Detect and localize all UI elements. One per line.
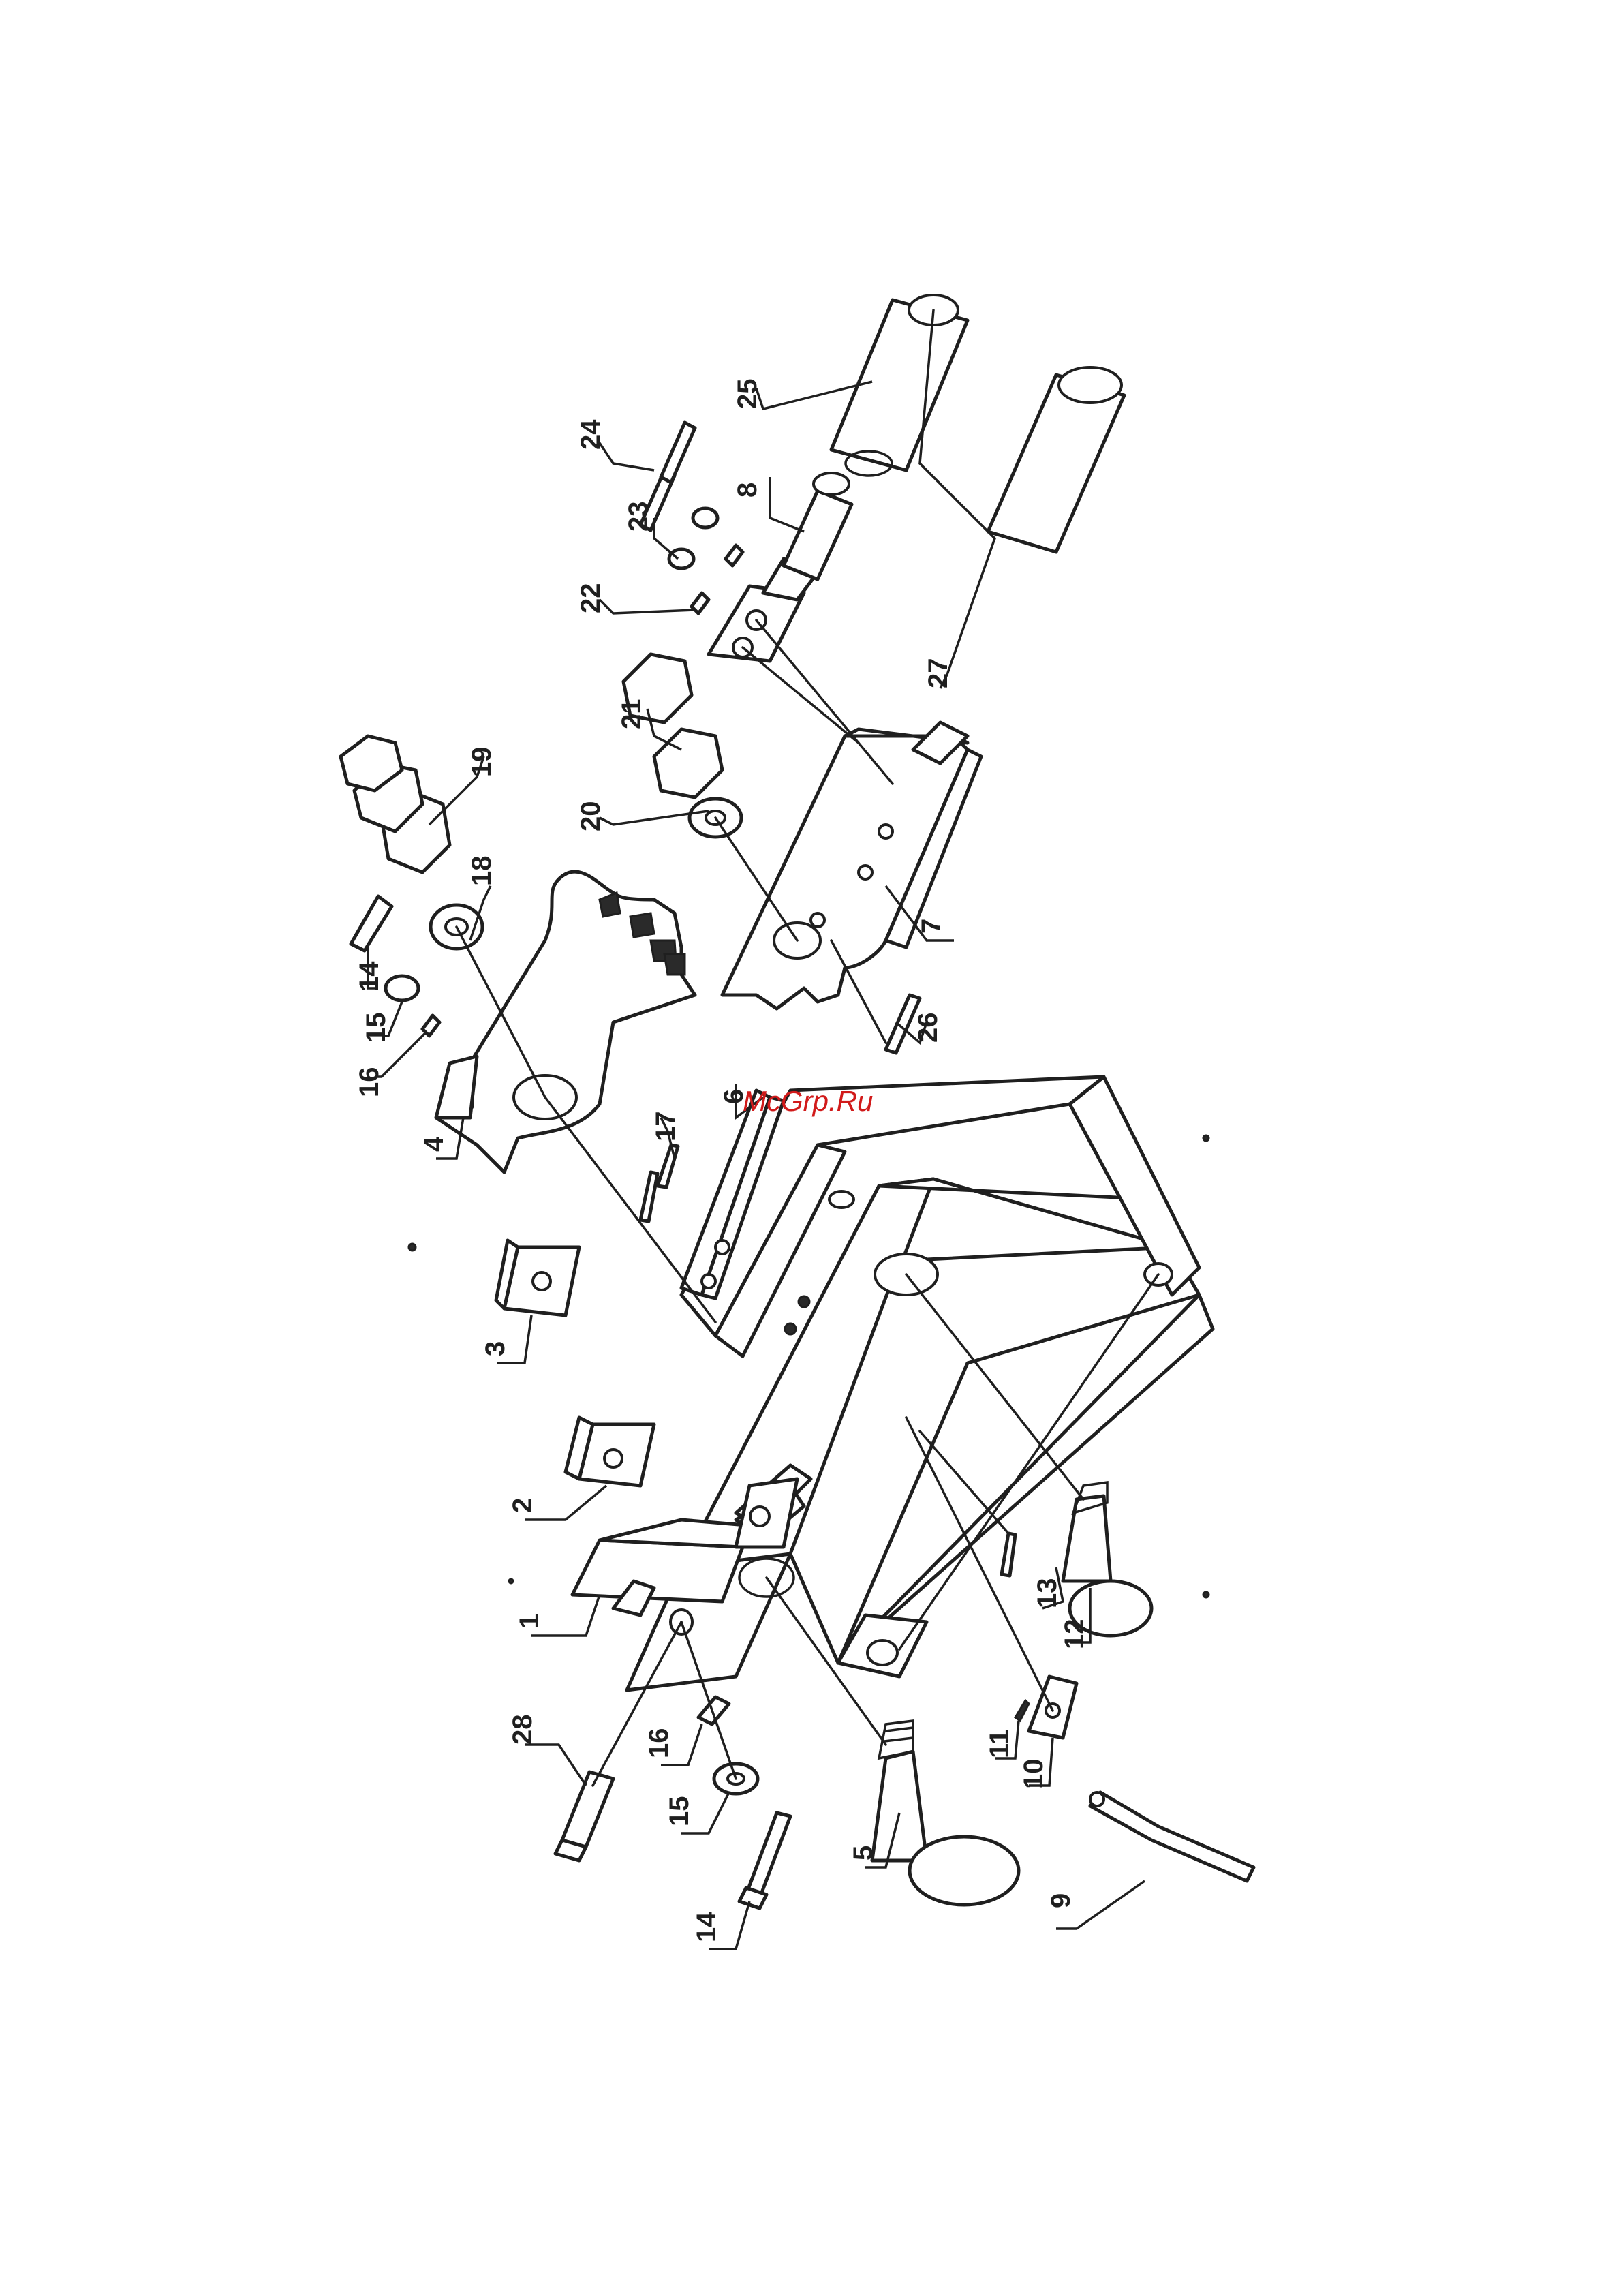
callout-23: 23 — [623, 502, 653, 532]
callout-11: 11 — [985, 1730, 1015, 1758]
callout-24: 24 — [576, 419, 606, 450]
callout-1: 1 — [514, 1614, 544, 1629]
part-13-pin — [1002, 1533, 1015, 1576]
callout-16-upper: 16 — [354, 1067, 384, 1098]
callout-21: 21 — [617, 699, 647, 730]
callout-28: 28 — [508, 1715, 538, 1745]
callout-17: 17 — [651, 1112, 681, 1142]
part-10-clamp-block — [1029, 1677, 1077, 1738]
part-7-arm — [722, 722, 981, 1009]
callout-22: 22 — [576, 583, 606, 614]
part-17-screws — [640, 1145, 678, 1221]
part-2-block — [566, 1418, 654, 1486]
callout-26: 26 — [913, 1013, 943, 1043]
part-9-handle — [1090, 1792, 1254, 1881]
part-3-block — [496, 1240, 579, 1315]
part-16-lockwasher-left — [698, 1697, 729, 1724]
callout-20: 20 — [576, 801, 606, 832]
callout-14-left: 14 — [692, 1912, 722, 1942]
part-25-tube — [831, 295, 968, 476]
callout-8: 8 — [732, 483, 762, 498]
part-27-tube — [988, 367, 1124, 552]
callout-14-upper: 14 — [354, 961, 384, 992]
part-14-bolt-left — [739, 1813, 790, 1908]
callout-3: 3 — [480, 1341, 510, 1356]
callout-9: 9 — [1046, 1893, 1076, 1908]
part-15-washer-upper — [386, 976, 418, 1000]
part-23-washers — [669, 508, 717, 568]
callout-15-left: 15 — [664, 1796, 694, 1827]
callout-12: 12 — [1060, 1619, 1089, 1650]
watermark: McGrp.Ru — [743, 1085, 873, 1117]
callout-7: 7 — [916, 919, 946, 934]
callout-10: 10 — [1019, 1759, 1049, 1790]
callout-19: 19 — [467, 747, 497, 778]
callout-25: 25 — [732, 379, 762, 410]
callout-15-upper: 15 — [361, 1013, 391, 1043]
callout-16-left: 16 — [644, 1728, 674, 1759]
part-22-small-parts — [692, 545, 743, 613]
callout-4: 4 — [419, 1136, 449, 1152]
part-28-bolt — [555, 1772, 613, 1861]
callout-2: 2 — [508, 1498, 538, 1513]
part-14-bolt-upper — [351, 896, 392, 951]
callout-18: 18 — [467, 856, 497, 887]
part-8-shaft — [709, 473, 852, 661]
callout-13: 13 — [1032, 1578, 1062, 1609]
part-19-hex-nuts — [341, 736, 450, 872]
callout-27: 27 — [923, 658, 953, 689]
part-11-setscrew — [1015, 1700, 1029, 1721]
part-12-bolt — [1063, 1482, 1151, 1636]
callout-5: 5 — [848, 1846, 878, 1861]
